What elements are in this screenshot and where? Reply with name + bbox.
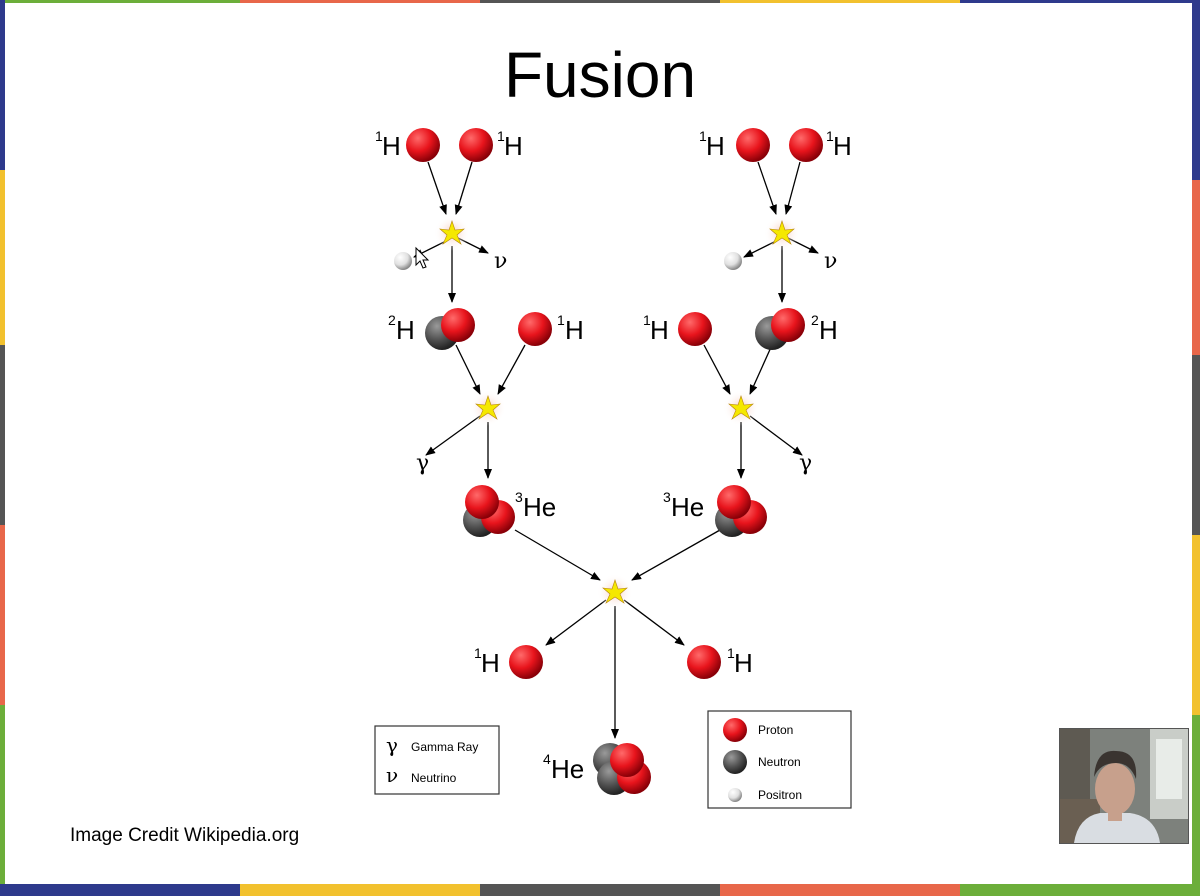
label-h1: H [734, 648, 753, 678]
legend-positron-label: Positron [758, 788, 802, 802]
proton [509, 645, 543, 679]
label-h1: H [650, 315, 669, 345]
label-h2: H [396, 315, 415, 345]
label-h1-sup: 1 [375, 128, 383, 144]
legend-gamma-label: Gamma Ray [411, 740, 478, 754]
proton [678, 312, 712, 346]
label-he3-sup: 3 [515, 489, 523, 505]
label-h1-sup: 1 [557, 312, 565, 328]
legend-neutron-label: Neutron [758, 755, 801, 769]
fusion-burst-icon [434, 215, 470, 251]
label-h1: H [504, 131, 523, 161]
label-neutrino: ν [494, 249, 507, 274]
proton [406, 128, 440, 162]
label-h1-sup: 1 [727, 645, 735, 661]
slide-title: Fusion [503, 39, 697, 111]
legend-neutrino-label: Neutrino [411, 771, 457, 785]
proton [518, 312, 552, 346]
label-h1: H [481, 648, 500, 678]
legend-proton-icon [723, 718, 747, 742]
fusion-burst-icon [723, 390, 759, 426]
label-h2: H [819, 315, 838, 345]
label-h2-sup: 2 [811, 312, 819, 328]
deuterium-nucleus [425, 308, 475, 350]
presenter-video-image [1060, 729, 1188, 843]
legend-neutrino-symbol: ν [386, 763, 398, 787]
label-h2-sup: 2 [388, 312, 396, 328]
legend-particles: Proton Neutron Positron [707, 710, 852, 809]
positron [394, 252, 412, 270]
helium-3-nucleus [715, 485, 767, 537]
label-he4-sup: 4 [543, 751, 551, 767]
label-h1: H [382, 131, 401, 161]
legend-neutron-icon [723, 750, 747, 774]
deuterium-nucleus [755, 308, 805, 350]
proton [789, 128, 823, 162]
image-credit: Image Credit Wikipedia.org [70, 825, 300, 846]
fusion-burst-icon [597, 574, 633, 610]
legend-positron-icon [728, 788, 742, 802]
label-h1-sup: 1 [699, 128, 707, 144]
presenter-webcam [1059, 728, 1189, 844]
label-h1-sup: 1 [497, 128, 505, 144]
label-h1-sup: 1 [826, 128, 834, 144]
proton [736, 128, 770, 162]
label-h1: H [833, 131, 852, 161]
label-gamma: γ [799, 451, 812, 476]
label-gamma: γ [416, 451, 429, 476]
label-h1: H [565, 315, 584, 345]
label-h1: H [706, 131, 725, 161]
label-he4: He [551, 754, 584, 784]
legend-gamma-symbol: γ [386, 733, 398, 757]
label-he3: He [671, 492, 704, 522]
label-h1-sup: 1 [643, 312, 651, 328]
mouse-cursor-icon [415, 246, 430, 269]
helium-3-nucleus [463, 485, 515, 537]
label-he3: He [523, 492, 556, 522]
legend-proton-label: Proton [758, 723, 793, 737]
helium-4-nucleus [593, 743, 651, 795]
label-neutrino: ν [824, 249, 837, 274]
legend-radiation: γ Gamma Ray ν Neutrino [374, 725, 500, 795]
label-he3-sup: 3 [663, 489, 671, 505]
fusion-burst-icon [470, 390, 506, 426]
label-h1-sup: 1 [474, 645, 482, 661]
fusion-burst-icon [764, 215, 800, 251]
proton [687, 645, 721, 679]
proton [459, 128, 493, 162]
positron [724, 252, 742, 270]
